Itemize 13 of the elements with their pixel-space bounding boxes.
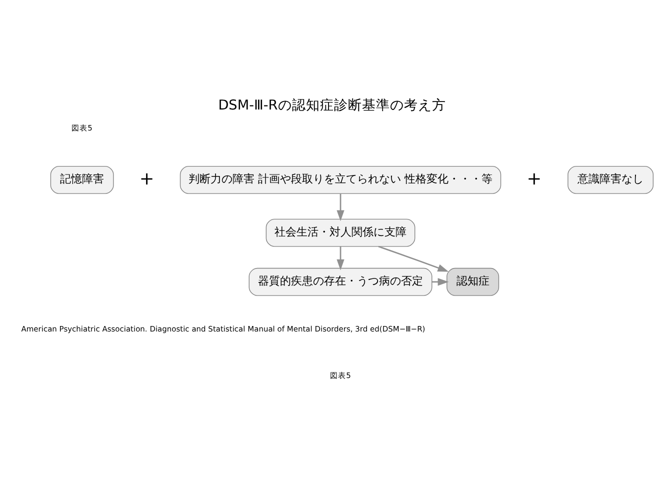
node-box: 社会生活・対人関係に支障 [266, 218, 416, 247]
arrow [336, 194, 344, 222]
label: + [139, 169, 154, 190]
node-box: 記憶障害 [50, 166, 114, 194]
arrow [378, 246, 449, 272]
arrow [432, 278, 449, 286]
node-box: 認知症 [446, 268, 500, 296]
node-box: 判断力の障害 計画や段取りを立てられない 性格変化・・・等 [180, 166, 502, 194]
arrow [336, 246, 344, 270]
diagram-title: DSM-Ⅲ-Rの認知症診断基準の考え方 [218, 97, 446, 114]
label: + [526, 169, 542, 190]
node-box: 意識障害なし [568, 166, 654, 194]
node-box: 器質的疾患の存在・うつ病の否定 [248, 268, 432, 296]
